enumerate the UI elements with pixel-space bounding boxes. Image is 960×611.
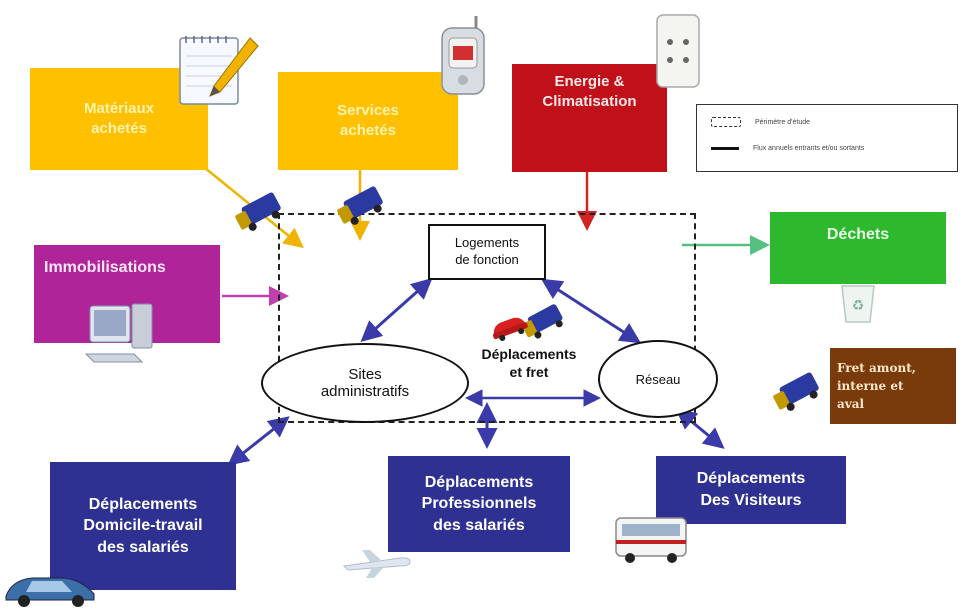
- recycle-bin-icon: ♻: [841, 285, 875, 323]
- legend: Périmètre d'étude Flux annuels entrants …: [696, 104, 958, 172]
- truck-icon: [773, 372, 819, 411]
- box-services-achetes: Services achetés: [278, 72, 458, 170]
- box-energie-climatisation: Energie & Climatisation: [512, 64, 667, 172]
- legend-flux: Flux annuels entrants et/ou sortants: [711, 145, 864, 152]
- study-perimeter: [278, 213, 696, 423]
- airplane-icon: [342, 550, 411, 578]
- truck-icon: [337, 186, 383, 225]
- node-reseau: Réseau: [598, 340, 718, 418]
- mobile-phone-icon: [441, 16, 485, 95]
- truck-icon: [521, 304, 563, 339]
- svg-text:♻: ♻: [852, 298, 865, 314]
- bus-icon: [615, 517, 687, 563]
- arrow-logement-sites: [360, 278, 433, 342]
- arrow-domicile: [227, 416, 290, 466]
- label-deplacements-et-fret: Déplacements et fret: [481, 346, 577, 380]
- dashed-line-icon: [711, 117, 741, 127]
- notepad-pencil-icon: [179, 36, 259, 105]
- box-materiaux-achetes: Matériaux achetés: [30, 68, 208, 170]
- legend-perimeter-label: Périmètre d'étude: [755, 118, 811, 126]
- node-sites-administratifs: Sites administratifs: [261, 343, 469, 423]
- arrow-logement-reseau: [540, 278, 642, 344]
- box-deplacements-visiteurs: Déplacements Des Visiteurs: [656, 456, 846, 524]
- box-deplacements-professionnels: Déplacements Professionnels des salariés: [388, 456, 570, 552]
- truck-icon: [235, 192, 281, 231]
- power-outlet-icon: [656, 14, 700, 88]
- node-logements-de-fonction: Logements de fonction: [428, 224, 546, 280]
- box-fret: Fret amont, interne et aval: [830, 348, 956, 424]
- car-icon: [492, 317, 528, 341]
- arrow-visiteurs: [675, 408, 725, 449]
- car-icon: [5, 577, 95, 607]
- box-dechets: Déchets: [770, 212, 946, 284]
- legend-perimeter: Périmètre d'étude: [711, 117, 810, 127]
- box-deplacements-domicile: Déplacements Domicile-travail des salari…: [50, 462, 236, 590]
- solid-line-icon: [711, 147, 739, 150]
- legend-flux-label: Flux annuels entrants et/ou sortants: [753, 145, 865, 152]
- computer-icon: [84, 303, 153, 363]
